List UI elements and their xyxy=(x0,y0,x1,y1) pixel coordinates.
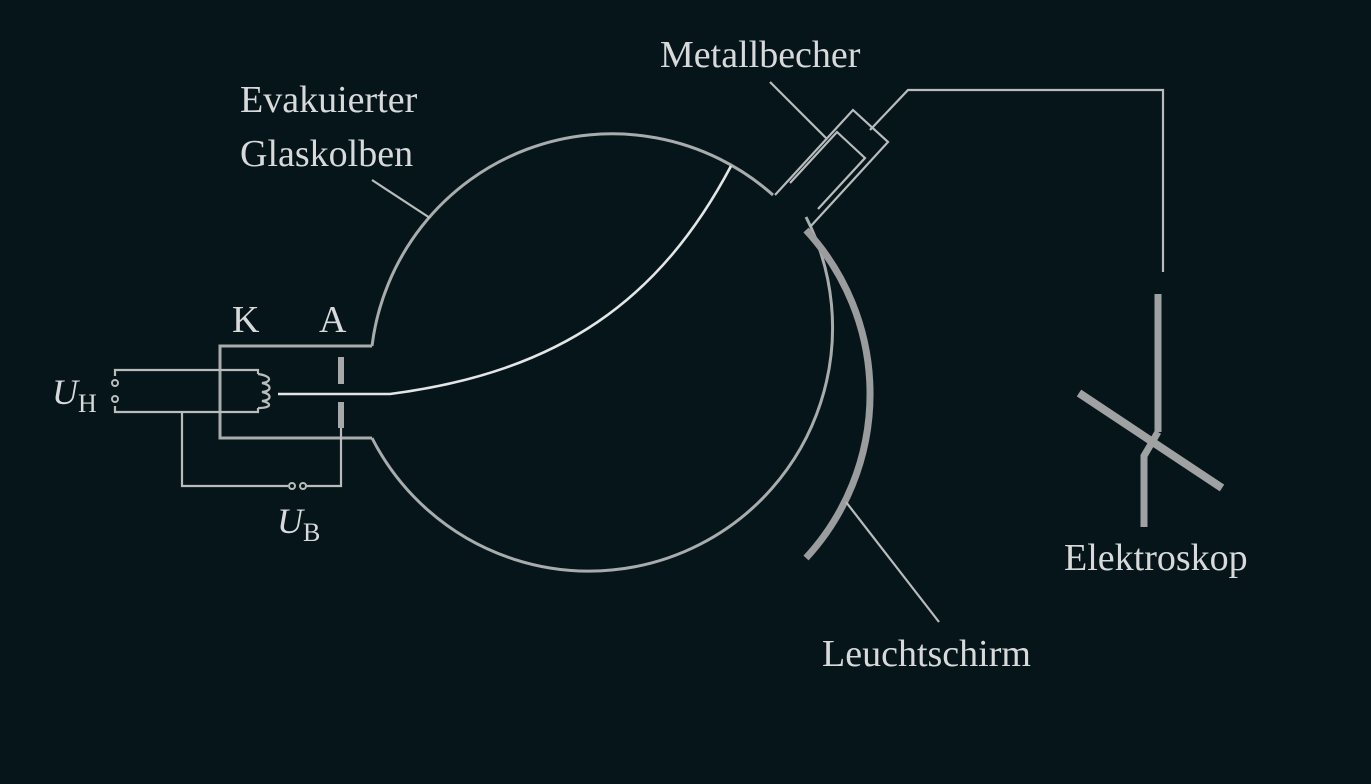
luminescent-screen xyxy=(803,227,874,561)
glass-flask xyxy=(218,132,835,573)
screen-label: Leuchtschirm xyxy=(822,633,1031,675)
flask-label-line1: Evakuierter xyxy=(240,79,418,121)
accel-voltage-subscript: B xyxy=(303,518,320,547)
flask-leader xyxy=(371,179,431,219)
heater-terminal-bottom xyxy=(111,395,119,403)
electroscope-needle xyxy=(1076,389,1225,492)
heater-circuit xyxy=(113,368,260,414)
electron-beam xyxy=(278,165,733,396)
metal-cup-leader xyxy=(769,81,827,139)
accel-voltage-label: UB xyxy=(277,501,320,547)
filament-coil xyxy=(257,372,271,410)
accel-terminal-right xyxy=(299,482,307,490)
heater-voltage-subscript: H xyxy=(78,389,97,418)
metal-cup-inner xyxy=(789,130,867,210)
metal-cup-outer xyxy=(774,108,890,228)
electroscope-label: Elektroskop xyxy=(1064,537,1248,579)
heater-terminal-top xyxy=(111,379,119,387)
screen-leader xyxy=(845,501,940,623)
heater-voltage-label: UH xyxy=(52,372,97,418)
anode-label: A xyxy=(319,299,347,341)
flask-label-line2: Glaskolben xyxy=(240,133,413,175)
metal-cup-label: Metallbecher xyxy=(660,34,861,76)
accel-voltage-symbol: U xyxy=(277,501,305,541)
accel-terminal-left xyxy=(288,482,296,490)
cathode-label: K xyxy=(232,299,260,341)
cup-to-electroscope-wire xyxy=(869,88,1165,272)
heater-voltage-symbol: U xyxy=(52,372,80,412)
accel-circuit xyxy=(180,412,343,488)
